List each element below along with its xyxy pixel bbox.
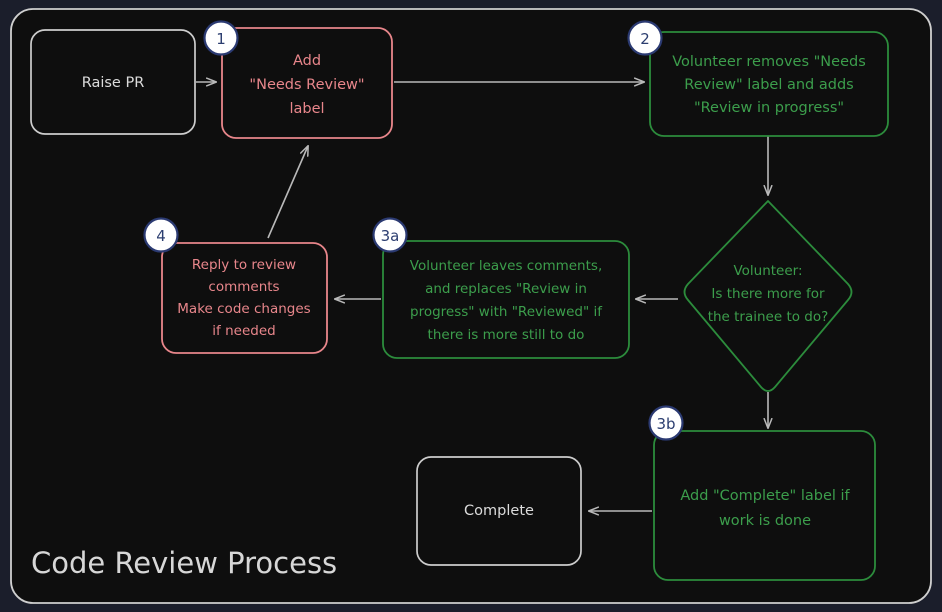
node-volunteer-decision-line-2: the trainee to do? [708,309,829,325]
node-volunteer-leaves-comments-line-1: and replaces "Review in [425,281,587,297]
badge-3b-label: 3b [656,415,675,433]
badges-layer: 1 2 3a 4 3b [143,20,684,441]
node-add-complete-label-line-1: work is done [719,513,811,529]
node-add-complete-label[interactable]: Add "Complete" label if work is done [653,430,876,581]
badge-1-circle[interactable] [203,20,239,56]
node-complete[interactable]: Complete [416,456,582,566]
badge-3a[interactable]: 3a [372,217,408,253]
badge-2[interactable]: 2 [627,20,663,56]
badge-4-circle[interactable] [143,217,179,253]
edge-4-to-1 [267,146,308,239]
node-complete-line-0: Complete [464,503,534,519]
badge-3b-circle[interactable] [648,405,684,441]
node-volunteer-removes-label-box[interactable] [649,31,889,137]
node-volunteer-removes-label-line-0: Volunteer removes "Needs [672,54,866,70]
node-volunteer-decision[interactable]: Volunteer: Is there more for the trainee… [683,200,853,392]
badge-2-circle[interactable] [627,20,663,56]
node-reply-to-review-comments-line-1: comments [208,279,279,295]
node-reply-to-review-comments-line-2: Make code changes [177,301,310,317]
node-reply-to-review-comments-box[interactable] [161,242,328,354]
badge-3a-label: 3a [381,227,400,245]
edges-layer [196,82,768,511]
badge-4[interactable]: 4 [143,217,179,253]
node-volunteer-leaves-comments-line-2: progress" with "Reviewed" if [410,304,603,320]
node-add-needs-review-label-line-0: Add [293,53,321,69]
node-volunteer-leaves-comments-box[interactable] [382,240,630,359]
node-add-needs-review-label-box[interactable] [221,27,393,139]
node-complete-box[interactable] [416,456,582,566]
badge-2-label: 2 [640,30,650,48]
node-add-needs-review-label-line-1: "Needs Review" [249,77,364,93]
node-volunteer-removes-label[interactable]: Volunteer removes "Needs Review" label a… [649,31,889,137]
node-volunteer-removes-label-line-1: Review" label and adds [684,77,853,93]
node-add-needs-review-label-line-2: label [289,101,324,117]
node-add-needs-review-label[interactable]: Add "Needs Review" label [221,27,393,139]
node-volunteer-decision-line-1: Is there more for [711,286,825,302]
node-volunteer-removes-label-line-2: "Review in progress" [694,100,844,116]
node-volunteer-leaves-comments-line-0: Volunteer leaves comments, [410,258,602,274]
node-raise-pr[interactable]: Raise PR [30,29,196,135]
node-raise-pr-line-0: Raise PR [82,75,145,91]
node-reply-to-review-comments-line-3: if needed [212,323,275,339]
badge-4-label: 4 [156,227,166,245]
badge-3b[interactable]: 3b [648,405,684,441]
node-volunteer-leaves-comments-line-3: there is more still to do [428,327,585,343]
node-volunteer-decision-line-0: Volunteer: [733,263,802,279]
node-volunteer-decision-shape[interactable] [683,200,853,392]
badge-3a-circle[interactable] [372,217,408,253]
node-reply-to-review-comments[interactable]: Reply to review comments Make code chang… [161,242,328,354]
diagram-title: Code Review Process [31,546,337,580]
node-add-complete-label-line-0: Add "Complete" label if [680,488,850,504]
node-volunteer-leaves-comments[interactable]: Volunteer leaves comments, and replaces … [382,240,630,359]
node-add-complete-label-box[interactable] [653,430,876,581]
node-reply-to-review-comments-line-0: Reply to review [192,257,296,273]
node-raise-pr-box[interactable] [30,29,196,135]
badge-1[interactable]: 1 [203,20,239,56]
badge-1-label: 1 [216,30,226,48]
